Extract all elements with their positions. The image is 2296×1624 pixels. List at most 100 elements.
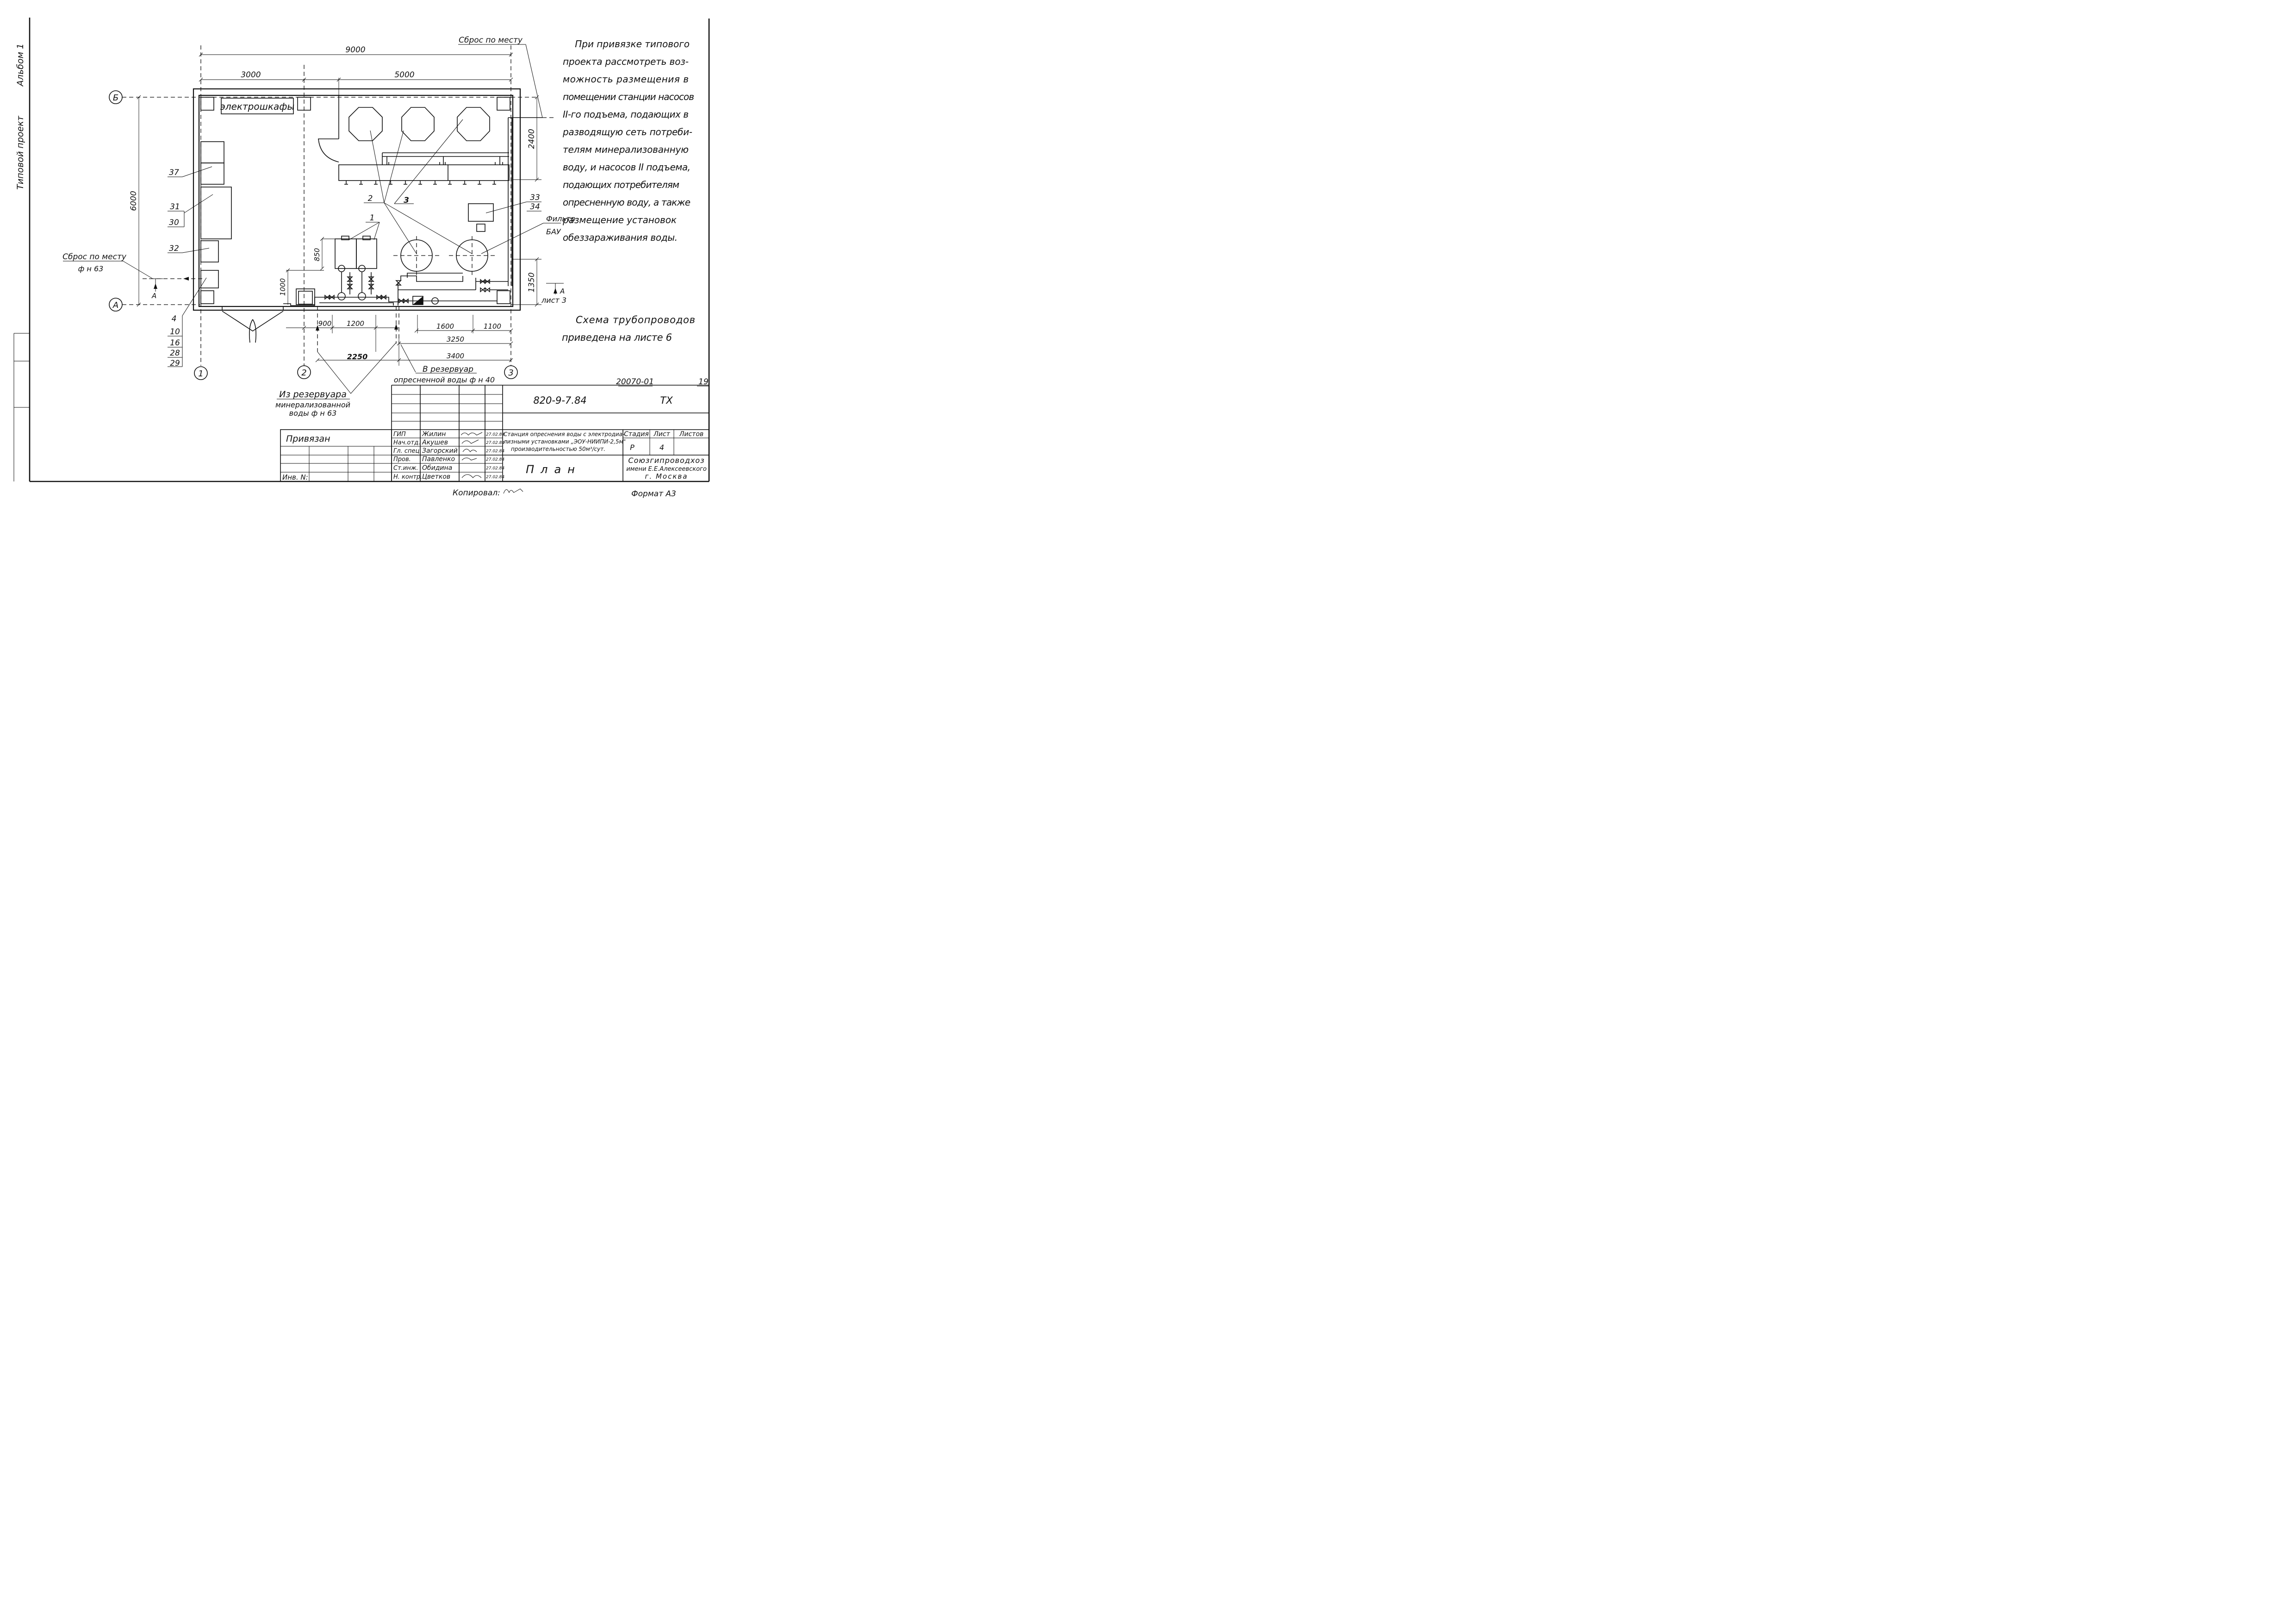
meter <box>431 297 439 305</box>
collector-trough <box>338 164 510 181</box>
org-line-1: Союзгипроводхоз <box>628 456 704 465</box>
inv-label: Инв. N: <box>282 473 308 481</box>
column <box>497 290 510 304</box>
column <box>200 290 214 304</box>
svg-text:помещении станции насосов: помещении станции насосов <box>563 91 694 102</box>
svg-text:ГИП: ГИП <box>393 431 406 438</box>
sheet-title: План <box>526 463 581 476</box>
format-label: Формат А3 <box>631 489 676 499</box>
electric-cabinets <box>221 98 294 114</box>
svg-text:Б: Б <box>113 93 118 103</box>
electrodialysis-unit <box>457 107 490 141</box>
pos-31: 31 <box>170 202 180 212</box>
axis-marker-2 <box>297 365 311 379</box>
dim-1350: 1350 <box>527 272 536 292</box>
svg-text:27.02.84: 27.02.84 <box>486 466 504 471</box>
tank <box>335 238 357 269</box>
signature <box>461 474 482 478</box>
dim-1600: 1600 <box>436 322 454 331</box>
svg-text:размещение установок: размещение установок <box>562 214 677 225</box>
filter-label: Фильтр <box>546 214 575 223</box>
dim-1000: 1000 <box>279 278 287 296</box>
dim-2250: 2250 <box>347 352 368 361</box>
svg-text:можность размещения в: можность размещения в <box>563 74 689 85</box>
dim-3000: 3000 <box>241 70 261 80</box>
tank <box>356 238 377 269</box>
svg-text:При привязке типового: При привязке типового <box>575 38 690 50</box>
discharge-left-diameter: ф н 63 <box>78 264 104 273</box>
pump <box>358 292 366 300</box>
svg-text:27.02.84: 27.02.84 <box>486 449 504 454</box>
pos-33: 33 <box>530 193 540 202</box>
axis-marker-1 <box>194 366 208 380</box>
station-title-2: лизными установками „ЭОУ-НИИПИ-2,5м" <box>503 438 626 445</box>
sheet3-ref: лист 3 <box>541 296 566 305</box>
signature <box>461 439 479 444</box>
copied-label: Копировал: <box>453 488 500 498</box>
svg-text:Павленко: Павленко <box>422 456 455 463</box>
title-block: 20070-01 19 Привязан Инв. N: <box>280 377 709 482</box>
equipment-37 <box>200 162 224 185</box>
pos-1: 1 <box>370 213 375 223</box>
svg-text:обеззараживания воды.: обеззараживания воды. <box>563 232 678 243</box>
dim-3400: 3400 <box>447 352 464 360</box>
org-line-3: г. Москва <box>645 472 688 481</box>
org-line-2: имени Е.Е.Алексеевского <box>626 466 707 473</box>
pos-30: 30 <box>169 218 179 227</box>
scheme-note-1: Схема трубопроводов <box>576 314 695 325</box>
pump <box>337 292 346 300</box>
dim-3250: 3250 <box>447 335 464 344</box>
dim-1100: 1100 <box>484 322 501 331</box>
svg-text:телям минерализованную: телям минерализованную <box>563 144 689 155</box>
pos-16: 16 <box>170 338 180 348</box>
axis-marker-3 <box>504 365 518 379</box>
svg-text:27.02.84: 27.02.84 <box>486 457 504 462</box>
svg-text:Н. контр.: Н. контр. <box>393 474 422 481</box>
pos-29: 29 <box>170 359 180 368</box>
axis-marker-b <box>109 90 123 104</box>
signature <box>460 432 483 436</box>
svg-text:1: 1 <box>198 369 203 379</box>
copier-signature <box>503 488 523 494</box>
building-outer-wall <box>193 88 521 311</box>
svg-text:воду, и насосов II подъема,: воду, и насосов II подъема, <box>563 162 691 173</box>
pos-28: 28 <box>170 349 180 358</box>
doc-code: 820-9-7.84 <box>533 395 586 406</box>
station-title-3: производительностью 50м³/сут. <box>511 446 605 452</box>
side-album-label: Альбом 1 <box>15 44 25 87</box>
building-inner-wall <box>198 94 514 307</box>
svg-text:Листов: Листов <box>679 431 703 438</box>
pos-2: 2 <box>368 194 373 203</box>
equipment-32 <box>200 240 219 262</box>
dim-850: 850 <box>313 248 321 262</box>
dim-6000: 6000 <box>129 191 138 211</box>
svg-text:опресненную воду, а также: опресненную воду, а также <box>563 197 691 208</box>
svg-text:А: А <box>112 300 118 310</box>
svg-text:Стадия: Стадия <box>624 431 649 438</box>
svg-text:27.02.84: 27.02.84 <box>486 475 504 480</box>
signature <box>462 449 477 452</box>
pos-3: 3 <box>404 196 409 205</box>
equipment-33 <box>468 203 494 222</box>
svg-text:Акушев: Акушев <box>422 439 448 446</box>
axis-marker-a <box>109 298 123 312</box>
svg-text:2: 2 <box>301 368 306 378</box>
svg-text:3: 3 <box>508 368 513 378</box>
doc-number: 20070-01 <box>616 377 654 387</box>
pos-34: 34 <box>530 202 540 212</box>
svg-text:Гл. спец.: Гл. спец. <box>393 448 421 455</box>
dim-1200: 1200 <box>347 319 364 328</box>
svg-text:подающих потребителям: подающих потребителям <box>563 179 679 190</box>
from-reservoir-label-2: минерализованной <box>275 400 350 409</box>
svg-text:II-го подъема, подающих в: II-го подъема, подающих в <box>563 109 689 120</box>
to-reservoir-label: В резервуар <box>423 365 473 374</box>
scheme-note-2: приведена на листе 6 <box>562 332 672 343</box>
section-a-right: А <box>560 287 565 295</box>
electrodialysis-unit <box>348 107 383 141</box>
equipment-37-top <box>200 141 224 163</box>
entry-door <box>222 311 284 331</box>
dim-2400: 2400 <box>527 129 536 149</box>
svg-text:27.02.84: 27.02.84 <box>486 441 504 445</box>
stage-value: Р <box>630 443 635 452</box>
column <box>497 97 510 111</box>
